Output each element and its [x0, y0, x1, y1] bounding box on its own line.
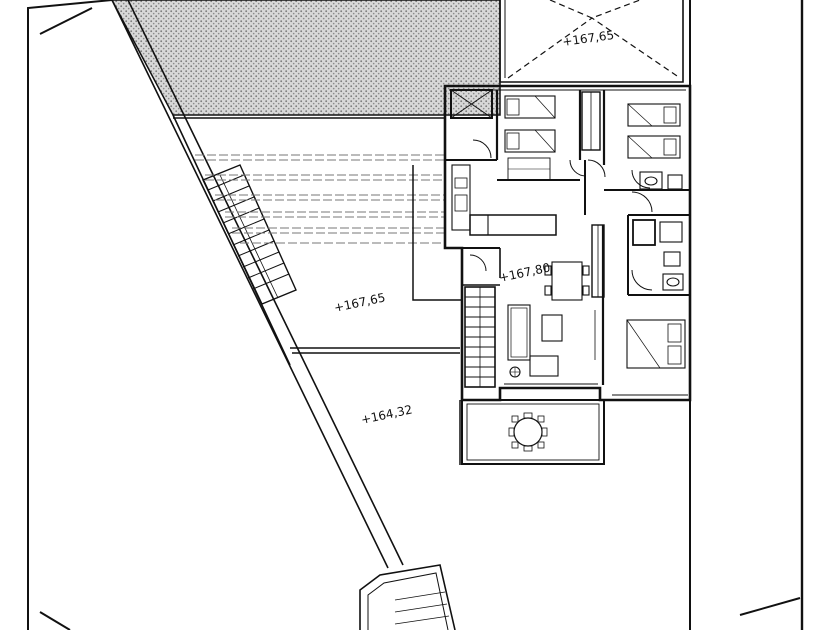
interior-stair	[464, 286, 496, 388]
bedroom-3-bed	[626, 319, 686, 369]
south-terrace	[461, 399, 605, 465]
lower-stair	[359, 564, 456, 630]
elevation-label-terrace: +167,65	[333, 290, 387, 315]
elevation-label-living: +167,80	[498, 260, 552, 285]
dining-set	[544, 261, 590, 301]
upper-balcony	[499, 0, 684, 83]
bedroom-1-beds	[504, 95, 556, 153]
gravel-area	[111, 0, 501, 116]
door-swings	[469, 139, 653, 291]
bathroom-fixtures	[632, 171, 684, 291]
building-walls	[443, 84, 692, 402]
kitchen	[451, 157, 557, 236]
bedroom-2-beds	[627, 103, 681, 159]
living-room	[507, 304, 596, 378]
terrace-pergola	[195, 154, 445, 244]
elevation-label-top: +167,65	[561, 28, 614, 49]
elevation-label-garden: +164,32	[360, 402, 414, 427]
terrace-outline	[173, 117, 462, 465]
